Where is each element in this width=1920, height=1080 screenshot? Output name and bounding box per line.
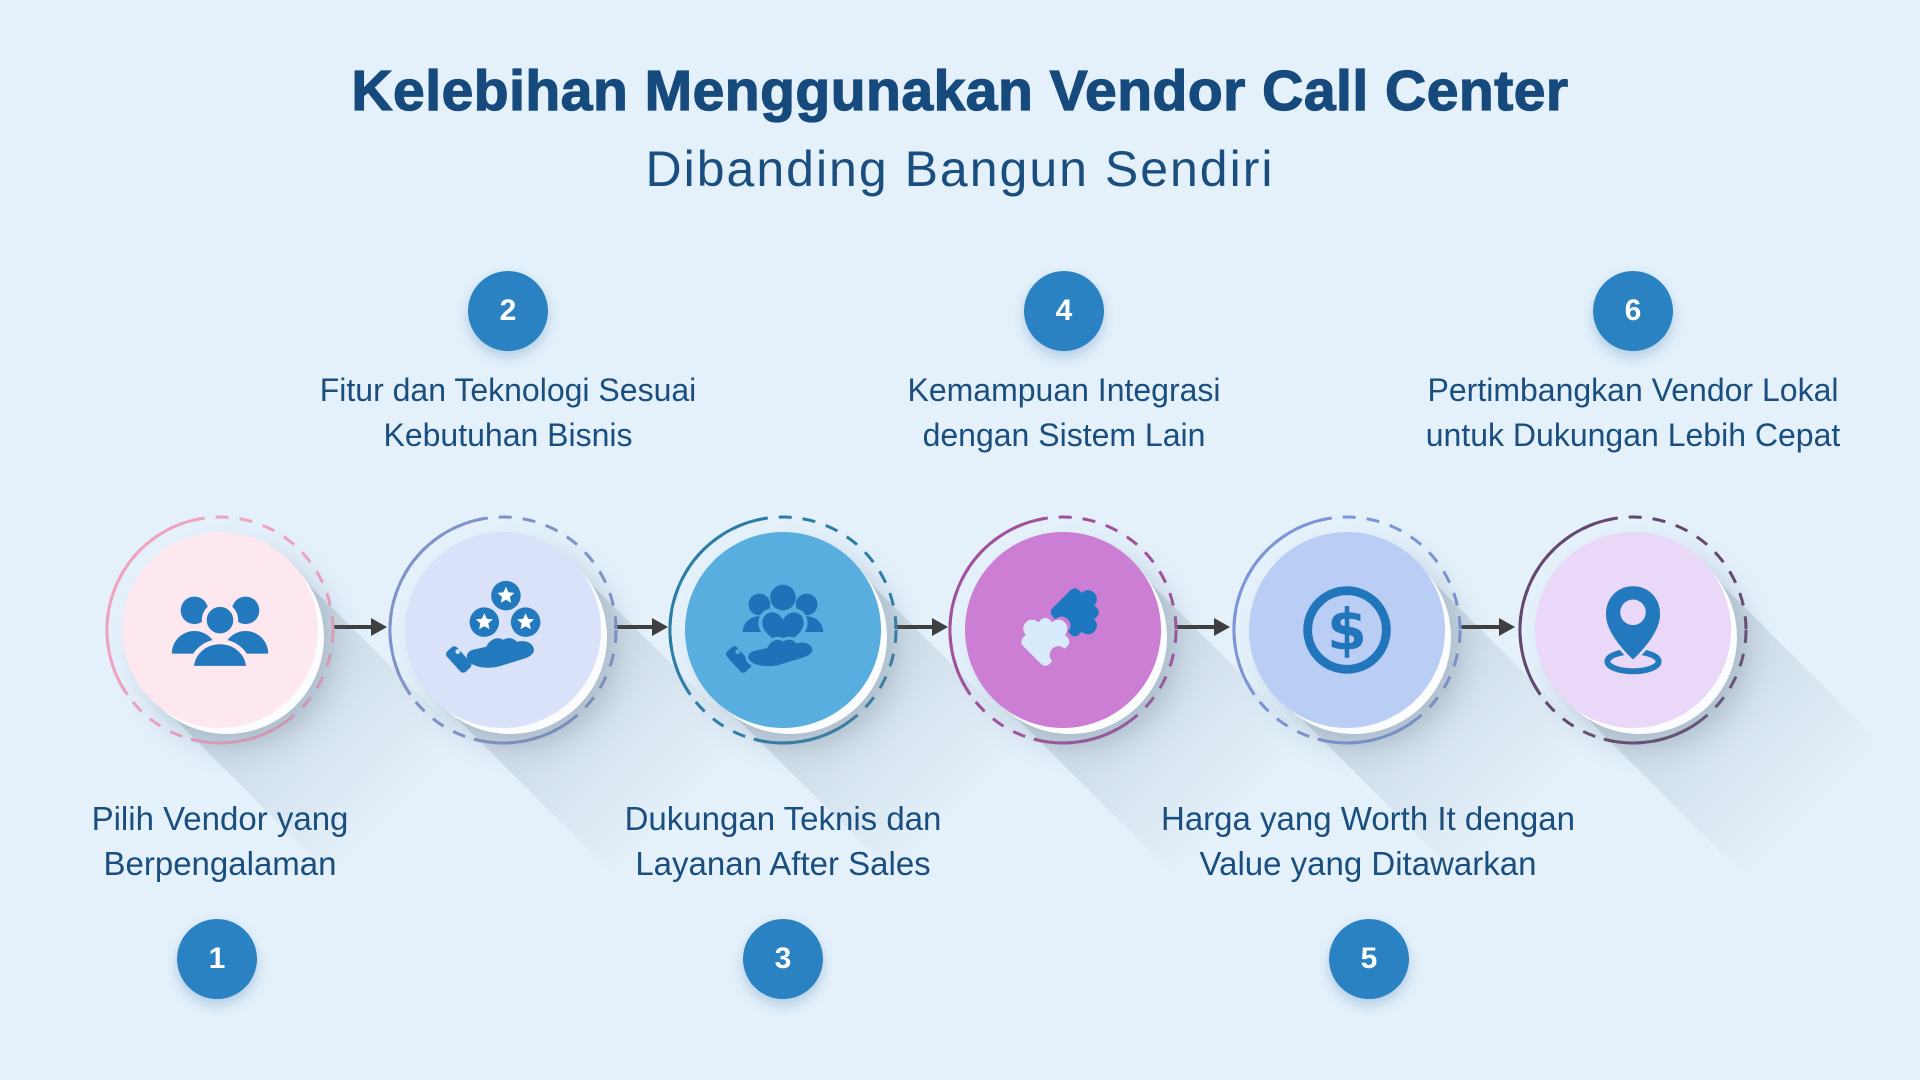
step-3-label-line1: Dukungan Teknis dan [624, 800, 942, 837]
step-5-label-line1: Harga yang Worth It dengan [1161, 800, 1575, 837]
step-5-circle: $ [1249, 532, 1445, 728]
step-4-label-line2: dengan Sistem Lain [922, 417, 1206, 453]
dollar-circle-icon: $ [1303, 586, 1391, 674]
step-2-medallion [373, 500, 751, 878]
step-4-number-badge: 4 [1024, 271, 1104, 351]
arrow-right-icon [614, 618, 668, 636]
step-3-medallion [653, 500, 1031, 878]
step-6-number-badge: 6 [1593, 271, 1673, 351]
step-2-label-line2: Kebutuhan Bisnis [383, 417, 633, 453]
step-2-circle [405, 532, 601, 728]
step-3-number-badge: 3 [743, 919, 823, 999]
step-5-label-line2: Value yang Ditawarkan [1199, 845, 1537, 882]
step-2-label: Fitur dan Teknologi Sesuai Kebutuhan Bis… [268, 368, 748, 458]
puzzle-icon [1021, 588, 1099, 666]
step-4-circle [965, 532, 1161, 728]
step-6-label-line2: untuk Dukungan Lebih Cepat [1425, 417, 1841, 453]
dashed-ring [1232, 515, 1462, 745]
arrow-right-icon [894, 618, 948, 636]
page-title: Kelebihan Menggunakan Vendor Call Center [351, 58, 1569, 123]
step-6-medallion [1503, 500, 1881, 878]
step-2-label-line1: Fitur dan Teknologi Sesuai [319, 372, 697, 408]
dashed-ring [388, 515, 618, 745]
step-2-number-badge: 2 [468, 271, 548, 351]
users-icon [171, 596, 269, 671]
step-4-medallion [933, 500, 1311, 878]
step-6-circle [1535, 532, 1731, 728]
location-pin-icon [1603, 583, 1663, 675]
arrow-right-icon [333, 618, 387, 636]
dashed-ring [1518, 515, 1748, 745]
page-subtitle: Dibanding Bangun Sendiri [645, 141, 1275, 197]
step-1-circle [122, 532, 318, 728]
step-6-label-line1: Pertimbangkan Vendor Lokal [1427, 372, 1839, 408]
step-3-label-line2: Layanan After Sales [635, 845, 931, 882]
step-6-label: Pertimbangkan Vendor Lokal untuk Dukunga… [1373, 368, 1893, 458]
step-5-label: Harga yang Worth It dengan Value yang Di… [1088, 796, 1648, 886]
dashed-ring [948, 515, 1178, 745]
step-1-label: Pilih Vendor yang Berpengalaman [0, 796, 440, 886]
svg-text:$: $ [1327, 598, 1367, 664]
step-1-label-line1: Pilih Vendor yang [91, 800, 349, 837]
dashed-ring [105, 515, 335, 745]
step-1-medallion [90, 500, 468, 878]
dashed-ring [668, 515, 898, 745]
step-4-label: Kemampuan Integrasi dengan Sistem Lain [824, 368, 1304, 458]
step-3-circle [685, 532, 881, 728]
arrow-right-icon [1176, 618, 1230, 636]
step-5-number-badge: 5 [1329, 919, 1409, 999]
hand-people-heart-icon [726, 584, 824, 673]
step-5-medallion: $ [1217, 500, 1595, 878]
hand-stars-icon [446, 580, 541, 673]
step-3-label: Dukungan Teknis dan Layanan After Sales [543, 796, 1023, 886]
step-1-number-badge: 1 [177, 919, 257, 999]
arrow-right-icon [1461, 618, 1515, 636]
step-4-label-line1: Kemampuan Integrasi [907, 372, 1221, 408]
step-1-label-line2: Berpengalaman [103, 845, 337, 882]
